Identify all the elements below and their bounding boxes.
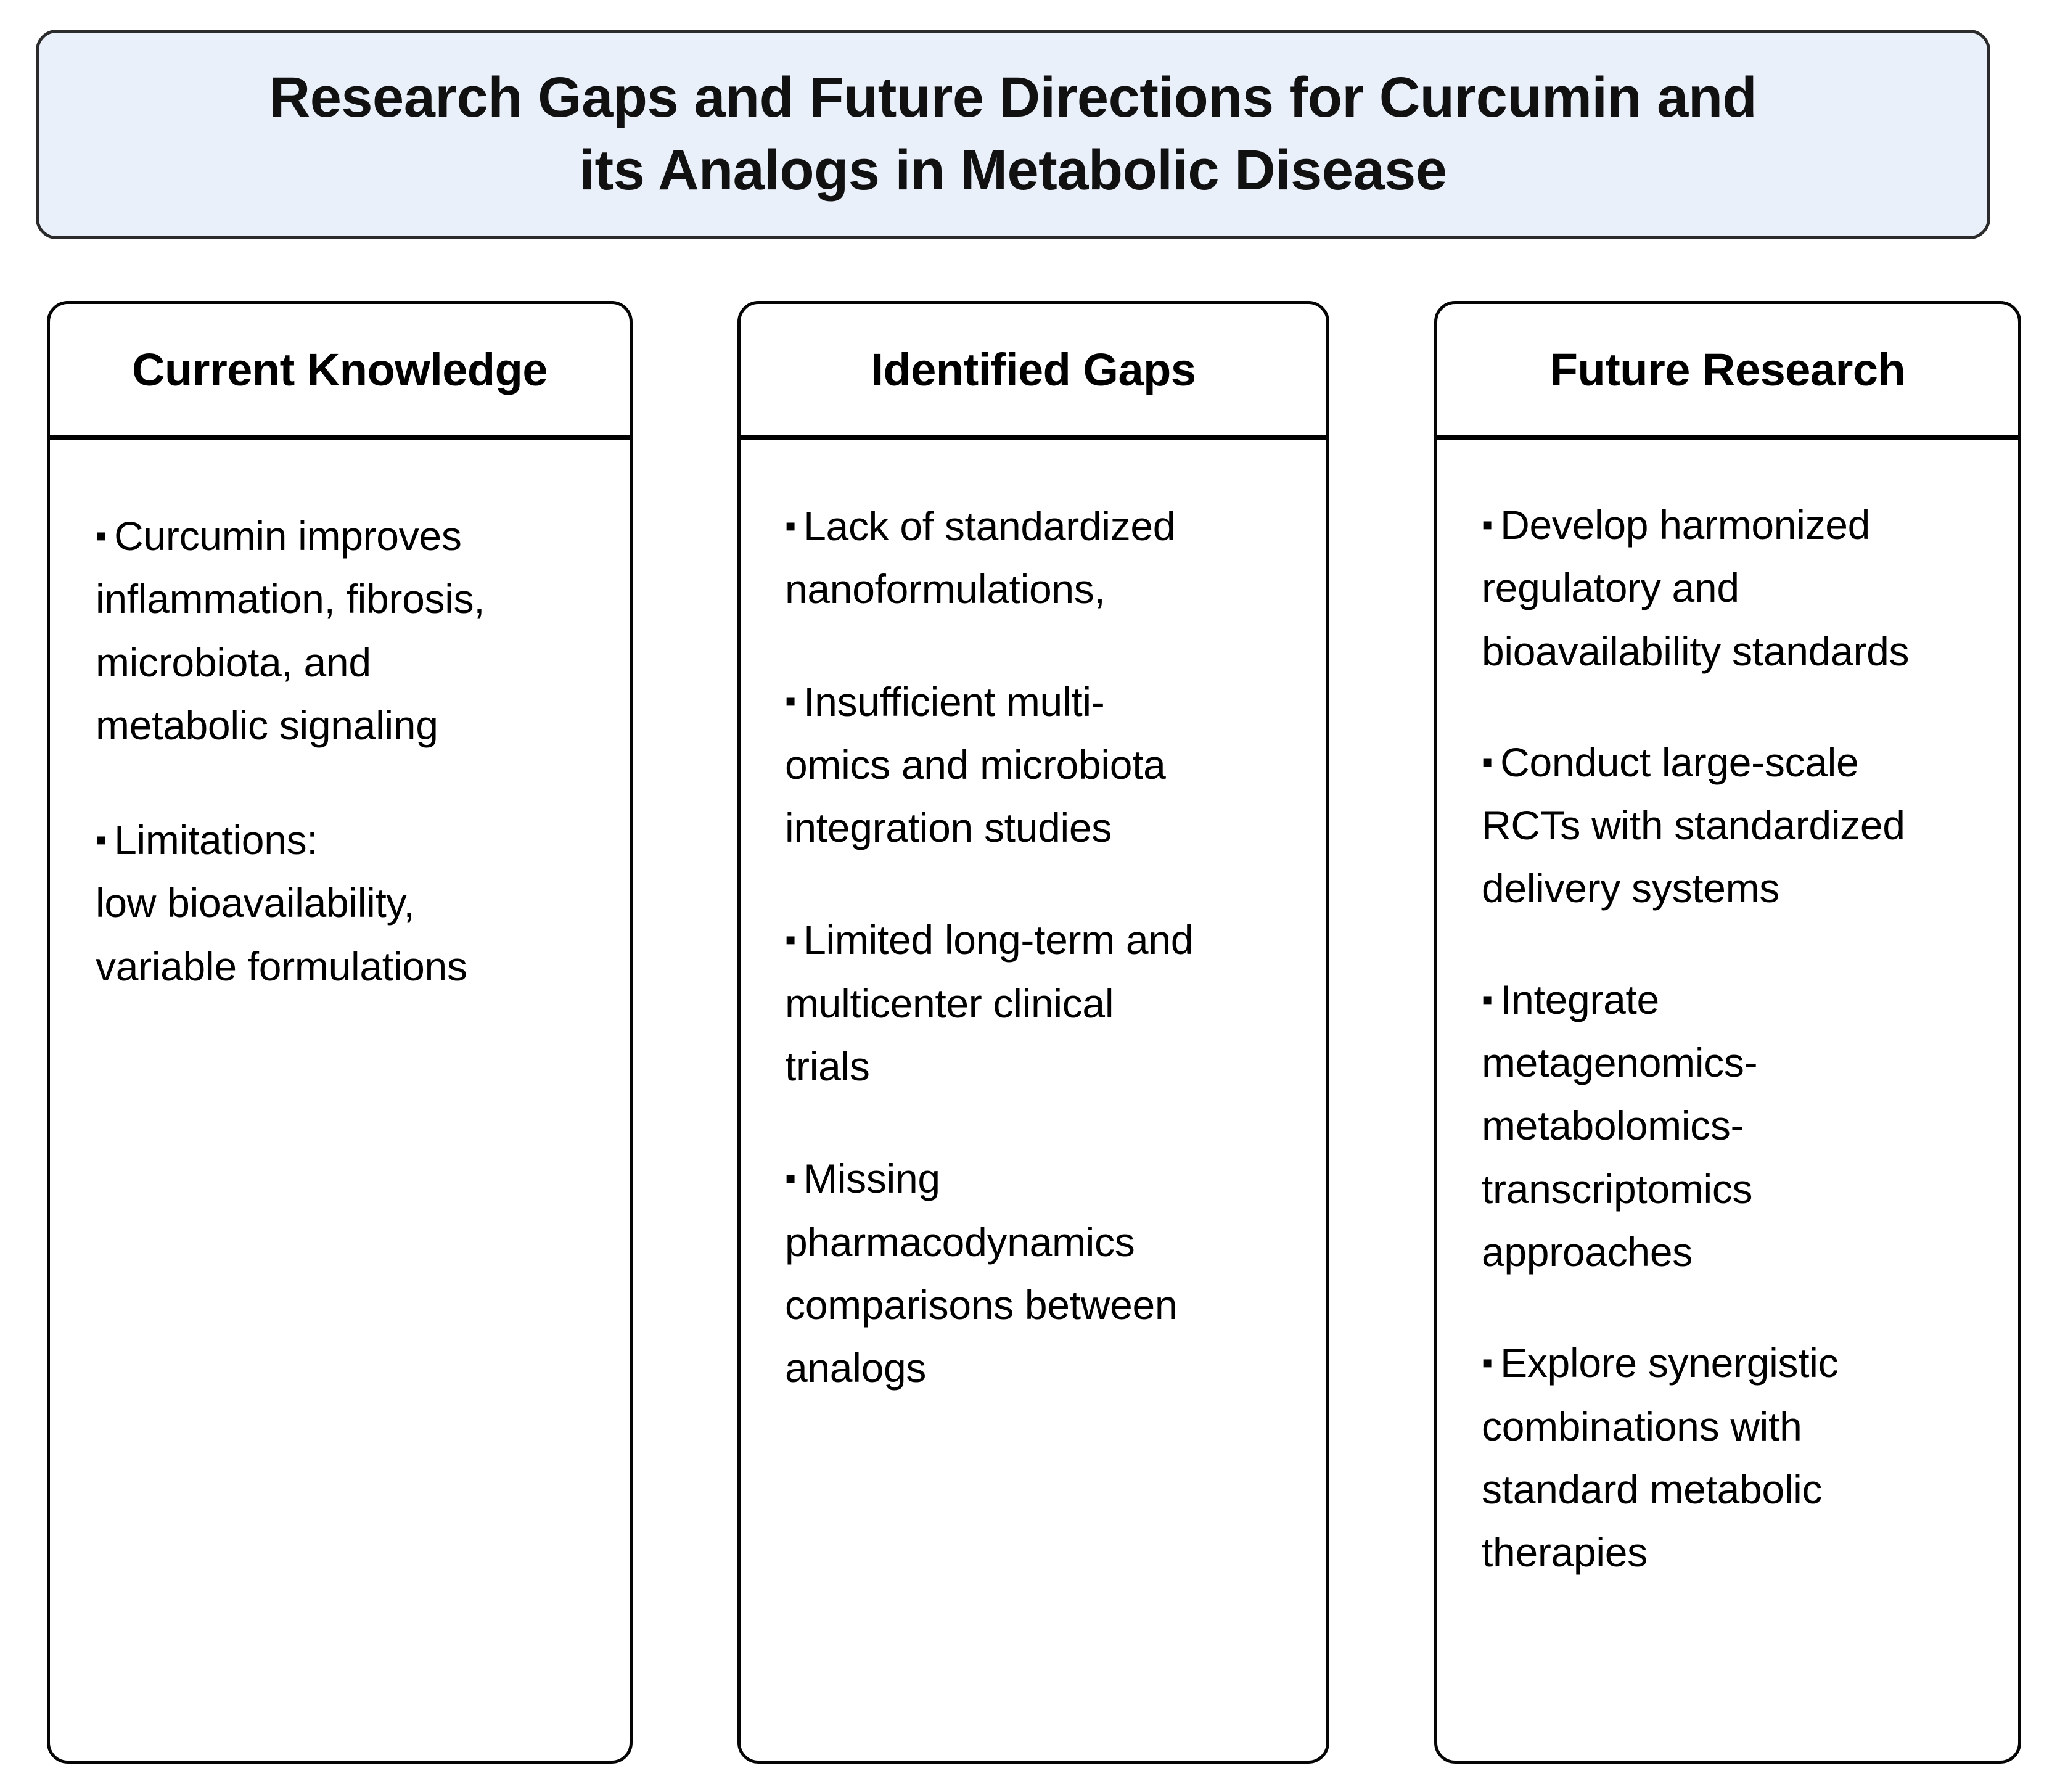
list-item-text: Explore synergistic combinations with st… <box>1482 1340 1839 1576</box>
column-body-identified-gaps: ▪Lack of standardized nanoformulations, … <box>741 440 1326 1400</box>
header-divider <box>1437 435 2018 440</box>
list-item: ▪Develop harmonized regulatory and bioav… <box>1482 493 1986 683</box>
list-item-text: Limited long-term and multicenter clinic… <box>785 917 1194 1090</box>
list-item: ▪Limitations: low bioavailability, varia… <box>96 808 597 998</box>
list-item: ▪Explore synergistic combinations with s… <box>1482 1331 1986 1584</box>
square-bullet-icon: ▪ <box>785 508 797 544</box>
column-header-current-knowledge: Current Knowledge <box>50 304 630 435</box>
column-title: Future Research <box>1549 343 1906 395</box>
list-item-text: Limitations: low bioavailability, variab… <box>96 817 467 989</box>
panel-future-research: Future Research ▪Develop harmonized regu… <box>1434 301 2021 1764</box>
list-item: ▪Conduct large-scale RCTs with standardi… <box>1482 731 1986 920</box>
column-title: Identified Gaps <box>871 343 1196 395</box>
list-item: ▪Missing pharmacodynamics comparisons be… <box>785 1147 1294 1399</box>
square-bullet-icon: ▪ <box>1482 1345 1493 1381</box>
header-divider <box>741 435 1326 440</box>
column-body-future-research: ▪Develop harmonized regulatory and bioav… <box>1437 440 2018 1584</box>
square-bullet-icon: ▪ <box>1482 506 1493 543</box>
panel-identified-gaps: Identified Gaps ▪Lack of standardized na… <box>737 301 1329 1764</box>
column-header-identified-gaps: Identified Gaps <box>741 304 1326 435</box>
list-item: ▪Insufficient multi- omics and microbiot… <box>785 670 1294 860</box>
list-item: ▪Integrate metagenomics- metabolomics- t… <box>1482 968 1986 1283</box>
square-bullet-icon: ▪ <box>785 683 797 720</box>
square-bullet-icon: ▪ <box>1482 981 1493 1017</box>
list-item: ▪Lack of standardized nanoformulations, <box>785 495 1294 621</box>
square-bullet-icon: ▪ <box>96 517 107 554</box>
column-title: Current Knowledge <box>132 343 548 395</box>
column-header-future-research: Future Research <box>1437 304 2018 435</box>
square-bullet-icon: ▪ <box>1482 744 1493 780</box>
list-item: ▪Limited long-term and multicenter clini… <box>785 908 1294 1098</box>
list-item-text: Insufficient multi- omics and microbiota… <box>785 678 1166 851</box>
square-bullet-icon: ▪ <box>785 922 797 958</box>
list-item-text: Curcumin improves inflammation, fibrosis… <box>96 513 485 748</box>
page-title: Research Gaps and Future Directions for … <box>269 66 1757 202</box>
square-bullet-icon: ▪ <box>96 821 107 858</box>
column-body-current-knowledge: ▪Curcumin improves inflammation, fibrosi… <box>50 440 630 998</box>
title-banner: Research Gaps and Future Directions for … <box>36 30 1990 239</box>
list-item: ▪Curcumin improves inflammation, fibrosi… <box>96 504 597 757</box>
list-item-text: Integrate metagenomics- metabolomics- tr… <box>1482 976 1758 1275</box>
list-item-text: Develop harmonized regulatory and bioava… <box>1482 502 1910 674</box>
list-item-text: Lack of standardized nanoformulations, <box>785 503 1176 612</box>
list-item-text: Conduct large-scale RCTs with standardiz… <box>1482 739 1905 911</box>
square-bullet-icon: ▪ <box>785 1161 797 1197</box>
panel-current-knowledge: Current Knowledge ▪Curcumin improves inf… <box>47 301 633 1764</box>
list-item-text: Missing pharmacodynamics comparisons bet… <box>785 1156 1178 1391</box>
header-divider <box>50 435 630 440</box>
